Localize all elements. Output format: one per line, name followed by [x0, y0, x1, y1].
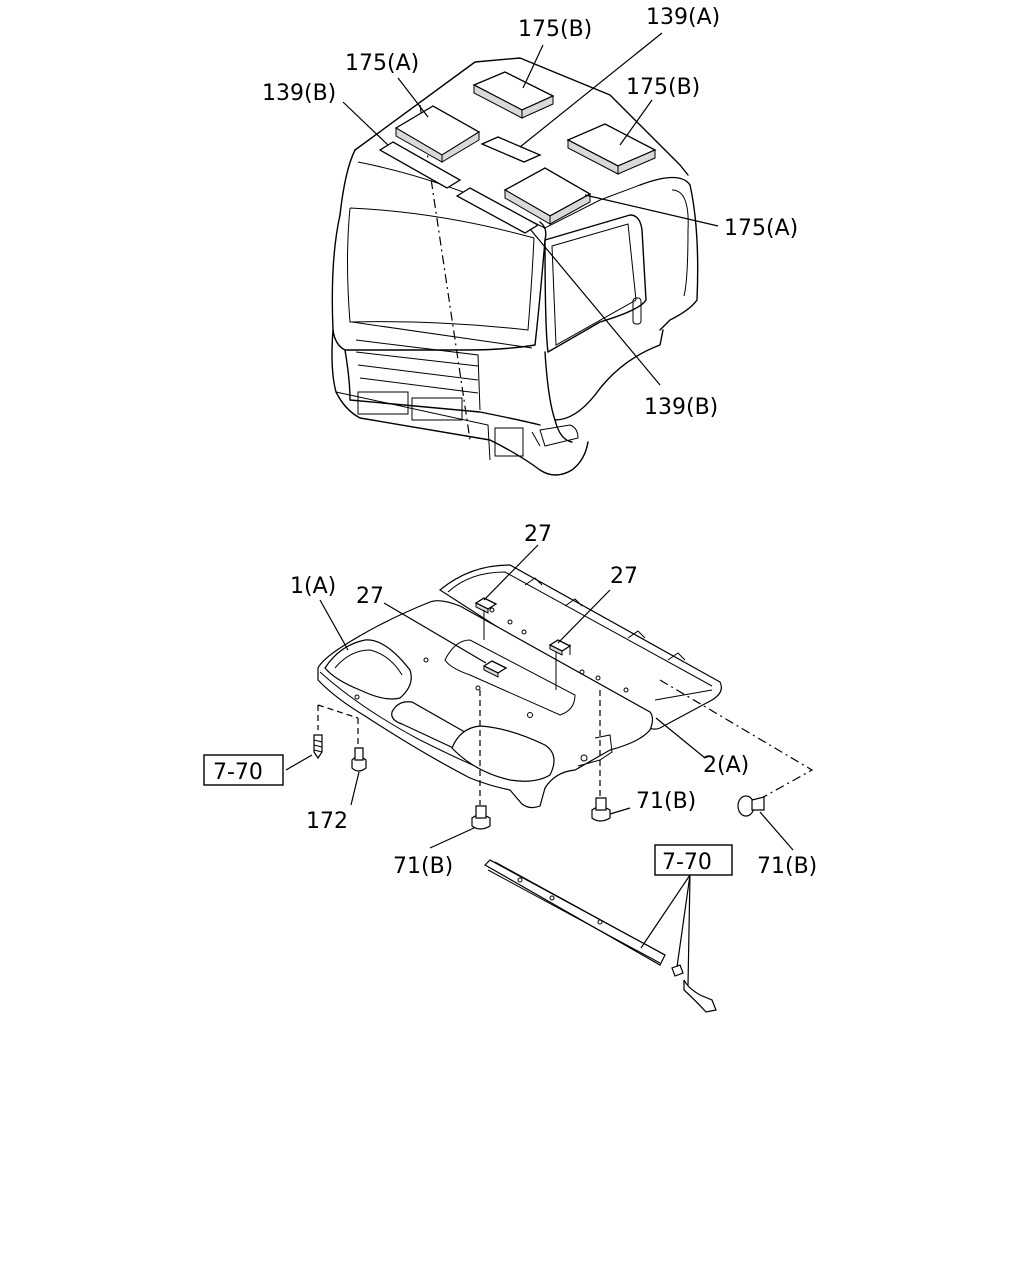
roof-strip-left-icon [378, 141, 462, 189]
roof-pad-front-right-icon [503, 167, 592, 225]
label-175b-rear: 175(B) [518, 17, 592, 42]
roof-strip-center-icon [480, 136, 542, 163]
trim-strip-icon [484, 859, 717, 1013]
roof-pad-left-icon [394, 105, 481, 163]
clip-71b-right-icon [591, 797, 611, 822]
truck-cab-illustration [331, 57, 699, 476]
label-71b-rear: 71(B) [757, 854, 817, 879]
label-71b-center: 71(B) [393, 854, 453, 879]
label-27-center: 27 [524, 522, 552, 547]
reference-box-upper-label: 7-70 [213, 760, 263, 785]
clip-71b-rear-icon [737, 795, 765, 817]
reference-box-lower-label: 7-70 [662, 850, 712, 875]
roof-pad-right-icon [566, 123, 657, 175]
label-175b-right: 175(B) [626, 75, 700, 100]
clip-71b-center-icon [471, 805, 491, 830]
screw-icon [313, 734, 323, 760]
label-172: 172 [306, 809, 348, 834]
label-27-left: 27 [356, 584, 384, 609]
clip-172-icon [351, 747, 367, 772]
reference-box-upper[interactable] [203, 754, 284, 786]
label-139b-front: 139(B) [644, 395, 718, 420]
label-2a: 2(A) [703, 753, 749, 778]
label-71b-right: 71(B) [636, 789, 696, 814]
label-139a: 139(A) [646, 5, 720, 30]
label-175a-front-right: 175(A) [724, 216, 798, 241]
label-27-right: 27 [610, 564, 638, 589]
label-139b-left: 139(B) [262, 81, 336, 106]
label-1a: 1(A) [290, 574, 336, 599]
reference-box-lower[interactable] [654, 844, 733, 876]
label-175a-left: 175(A) [345, 51, 419, 76]
roof-strip-front-icon [455, 187, 540, 234]
roof-pad-rear-icon [472, 71, 555, 119]
headliner-illustration [317, 564, 814, 809]
